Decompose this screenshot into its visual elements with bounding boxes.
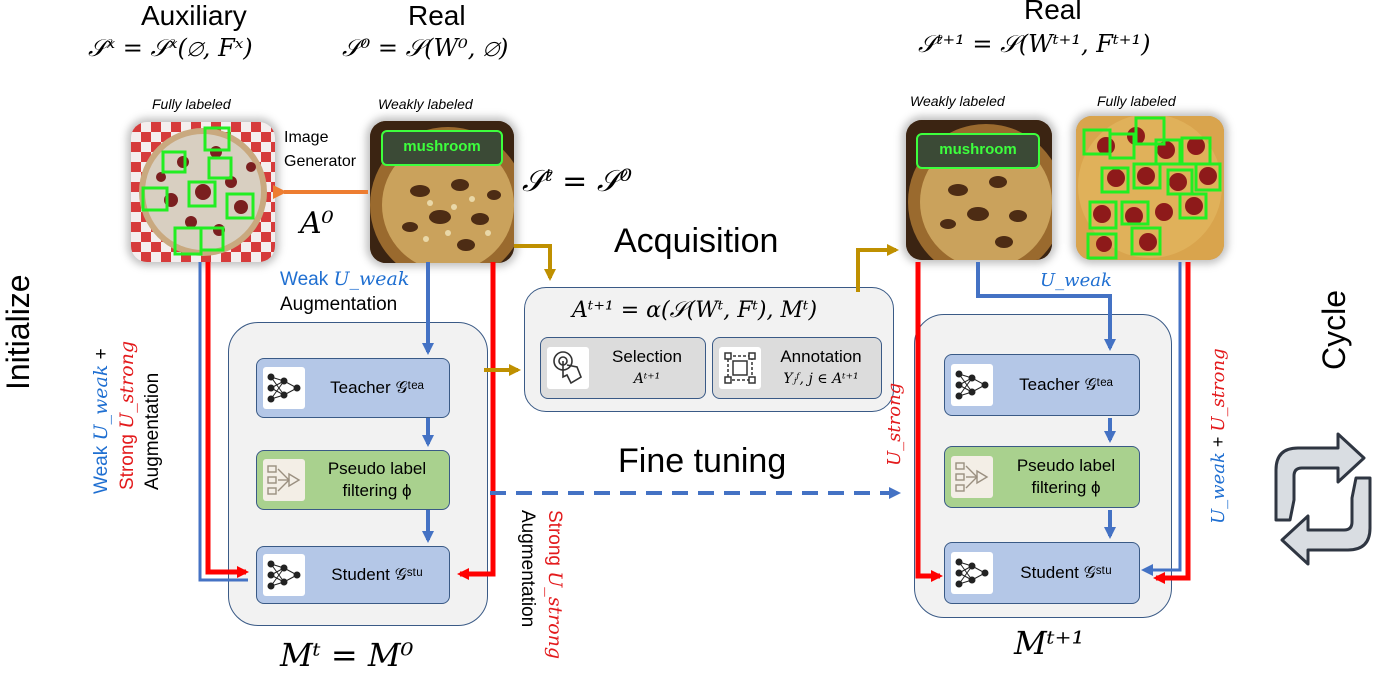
right-filter-box: Pseudo label filtering ϕ [944, 446, 1140, 508]
a0-label: A⁰ [300, 206, 334, 241]
right-filter-label: Pseudo label filtering ϕ [993, 455, 1139, 499]
touch-icon [547, 347, 589, 389]
right-filter-line2: filtering ϕ [1031, 478, 1101, 497]
left-plus: + [91, 348, 112, 360]
image-generator-label: Image Generator [284, 129, 357, 170]
left-teacher-box: Teacher 𝒢ᵗᵉᵃ [256, 358, 450, 418]
mid-aug-line1: Strong U_strong [543, 510, 566, 659]
aux-pizza-image [131, 122, 275, 262]
weak-aug-label: Weak U_weak [280, 268, 409, 291]
next-weak-caption: Weakly labeled [910, 93, 1005, 109]
weak-word: Weak [280, 269, 329, 290]
right-u-weak-label: U_weak [1040, 270, 1112, 291]
left-filter-line2: filtering ϕ [342, 481, 412, 500]
filter-icon [951, 456, 993, 498]
right-filter-line1: Pseudo label [1016, 456, 1116, 475]
real-caption: Weakly labeled [378, 96, 473, 112]
selection-box: Selection Aᵗ⁺¹ [540, 337, 706, 399]
mushroom-tag-right: mushroom [916, 133, 1040, 169]
mt1-label: Mᵗ⁺¹ [1014, 624, 1085, 662]
left-aug-line3: Augmentation [142, 372, 163, 490]
mushroom-tag-left: mushroom [381, 130, 503, 166]
right-student-label: Student 𝒢ˢᵗᵘ [1020, 563, 1112, 582]
annotation-sub: Yⱼᶠ, j ∈ Aᵗ⁺¹ [783, 371, 859, 387]
next-full-pizza-image [1076, 116, 1224, 260]
left-strong-word: Strong [117, 434, 138, 490]
annotation-label: Annotation Yⱼᶠ, j ∈ Aᵗ⁺¹ [761, 346, 881, 390]
real-next-title: Real [1024, 0, 1082, 25]
aux-caption: Fully labeled [152, 96, 231, 112]
mt-eq-label: Mᵗ = M⁰ [280, 636, 414, 674]
neural-net-icon [951, 552, 993, 594]
aux-pizza-art [131, 122, 275, 262]
left-aug-line1: Weak U_weak + [90, 348, 113, 494]
fine-tuning-label: Fine tuning [618, 442, 787, 480]
acq-formula: Aᵗ⁺¹ = α(𝒮(Wᵗ, Fᵗ), Mᵗ) [572, 298, 818, 323]
real-title: Real [408, 0, 466, 31]
st-eq-label: 𝒮ᵗ = 𝒮⁰ [522, 164, 633, 199]
u-weak-symbol: U_weak [333, 268, 410, 290]
cycle-label: Cycle [1316, 289, 1352, 370]
neural-net-icon [263, 554, 305, 596]
selection-title: Selection [612, 347, 682, 366]
right-outer-u-strong: U_strong [1208, 348, 1229, 432]
right-outer-plus: + [1208, 436, 1228, 448]
acq-out-arrow [856, 244, 899, 292]
left-red-arrow [205, 262, 249, 578]
right-student-box: Student 𝒢ˢᵗᵘ [944, 542, 1140, 604]
left-teacher-label: Teacher 𝒢ᵗᵉᵃ [330, 378, 424, 397]
acquisition-label: Acquisition [614, 222, 779, 260]
aux-title: Auxiliary [141, 0, 247, 31]
selection-sub: Aᵗ⁺¹ [633, 371, 661, 387]
left-u-weak: U_weak [90, 364, 112, 441]
left-aug-line2: Strong U_strong [116, 341, 139, 490]
acq-in-arrow [514, 244, 556, 281]
real-next-formula: 𝒮ᵗ⁺¹ = 𝒮(Wᵗ⁺¹, Fᵗ⁺¹) [918, 30, 1151, 58]
selection-label: Selection Aᵗ⁺¹ [589, 346, 705, 390]
left-student-box: Student 𝒢ˢᵗᵘ [256, 546, 450, 604]
right-teacher-label: Teacher 𝒢ᵗᵉᵃ [1019, 375, 1113, 394]
next-full-pizza-art [1076, 116, 1224, 260]
left-student-label: Student 𝒢ˢᵗᵘ [331, 565, 423, 584]
mid-u-strong: U_strong [544, 571, 566, 660]
right-outer-u-weak: U_weak [1208, 452, 1229, 524]
left-blue-arrow [198, 262, 248, 582]
right-strong-arrow [915, 262, 943, 582]
left-u-strong: U_strong [116, 340, 138, 429]
left-filter-label: Pseudo label filtering ϕ [305, 458, 449, 502]
annotation-box: Annotation Yⱼᶠ, j ∈ Aᵗ⁺¹ [712, 337, 882, 399]
next-full-caption: Fully labeled [1097, 93, 1176, 109]
bounding-box-icon [719, 347, 761, 389]
mid-aug-line2: Augmentation [517, 510, 538, 628]
mid-strong-word: Strong [544, 510, 565, 566]
real-formula: 𝒮⁰ = 𝒮(W⁰, ∅) [342, 34, 509, 62]
initialize-label: Initialize [0, 274, 36, 390]
left-weak-word: Weak [91, 445, 112, 494]
annotation-title: Annotation [780, 347, 862, 366]
neural-net-icon [263, 367, 305, 409]
weak-aug-word: Augmentation [280, 294, 398, 315]
left-filter-line1: Pseudo label [327, 459, 427, 478]
right-u-strong-label: U_strong [884, 382, 905, 466]
right-teacher-box: Teacher 𝒢ᵗᵉᵃ [944, 354, 1140, 416]
right-outer-aug-label: U_weak + U_strong [1208, 348, 1229, 524]
strong-aug-arrow [457, 262, 496, 580]
right-weak-arrow [976, 262, 1116, 351]
right-outer-red-arrow [1153, 262, 1191, 584]
filter-icon [263, 459, 305, 501]
cycle-icon [1274, 432, 1372, 566]
aux-formula: 𝒮ˣ = 𝒮ˣ(∅, Fˣ) [88, 34, 253, 62]
left-filter-box: Pseudo label filtering ϕ [256, 450, 450, 510]
right-outer-blue-arrow [1141, 262, 1182, 576]
neural-net-icon [951, 364, 993, 406]
